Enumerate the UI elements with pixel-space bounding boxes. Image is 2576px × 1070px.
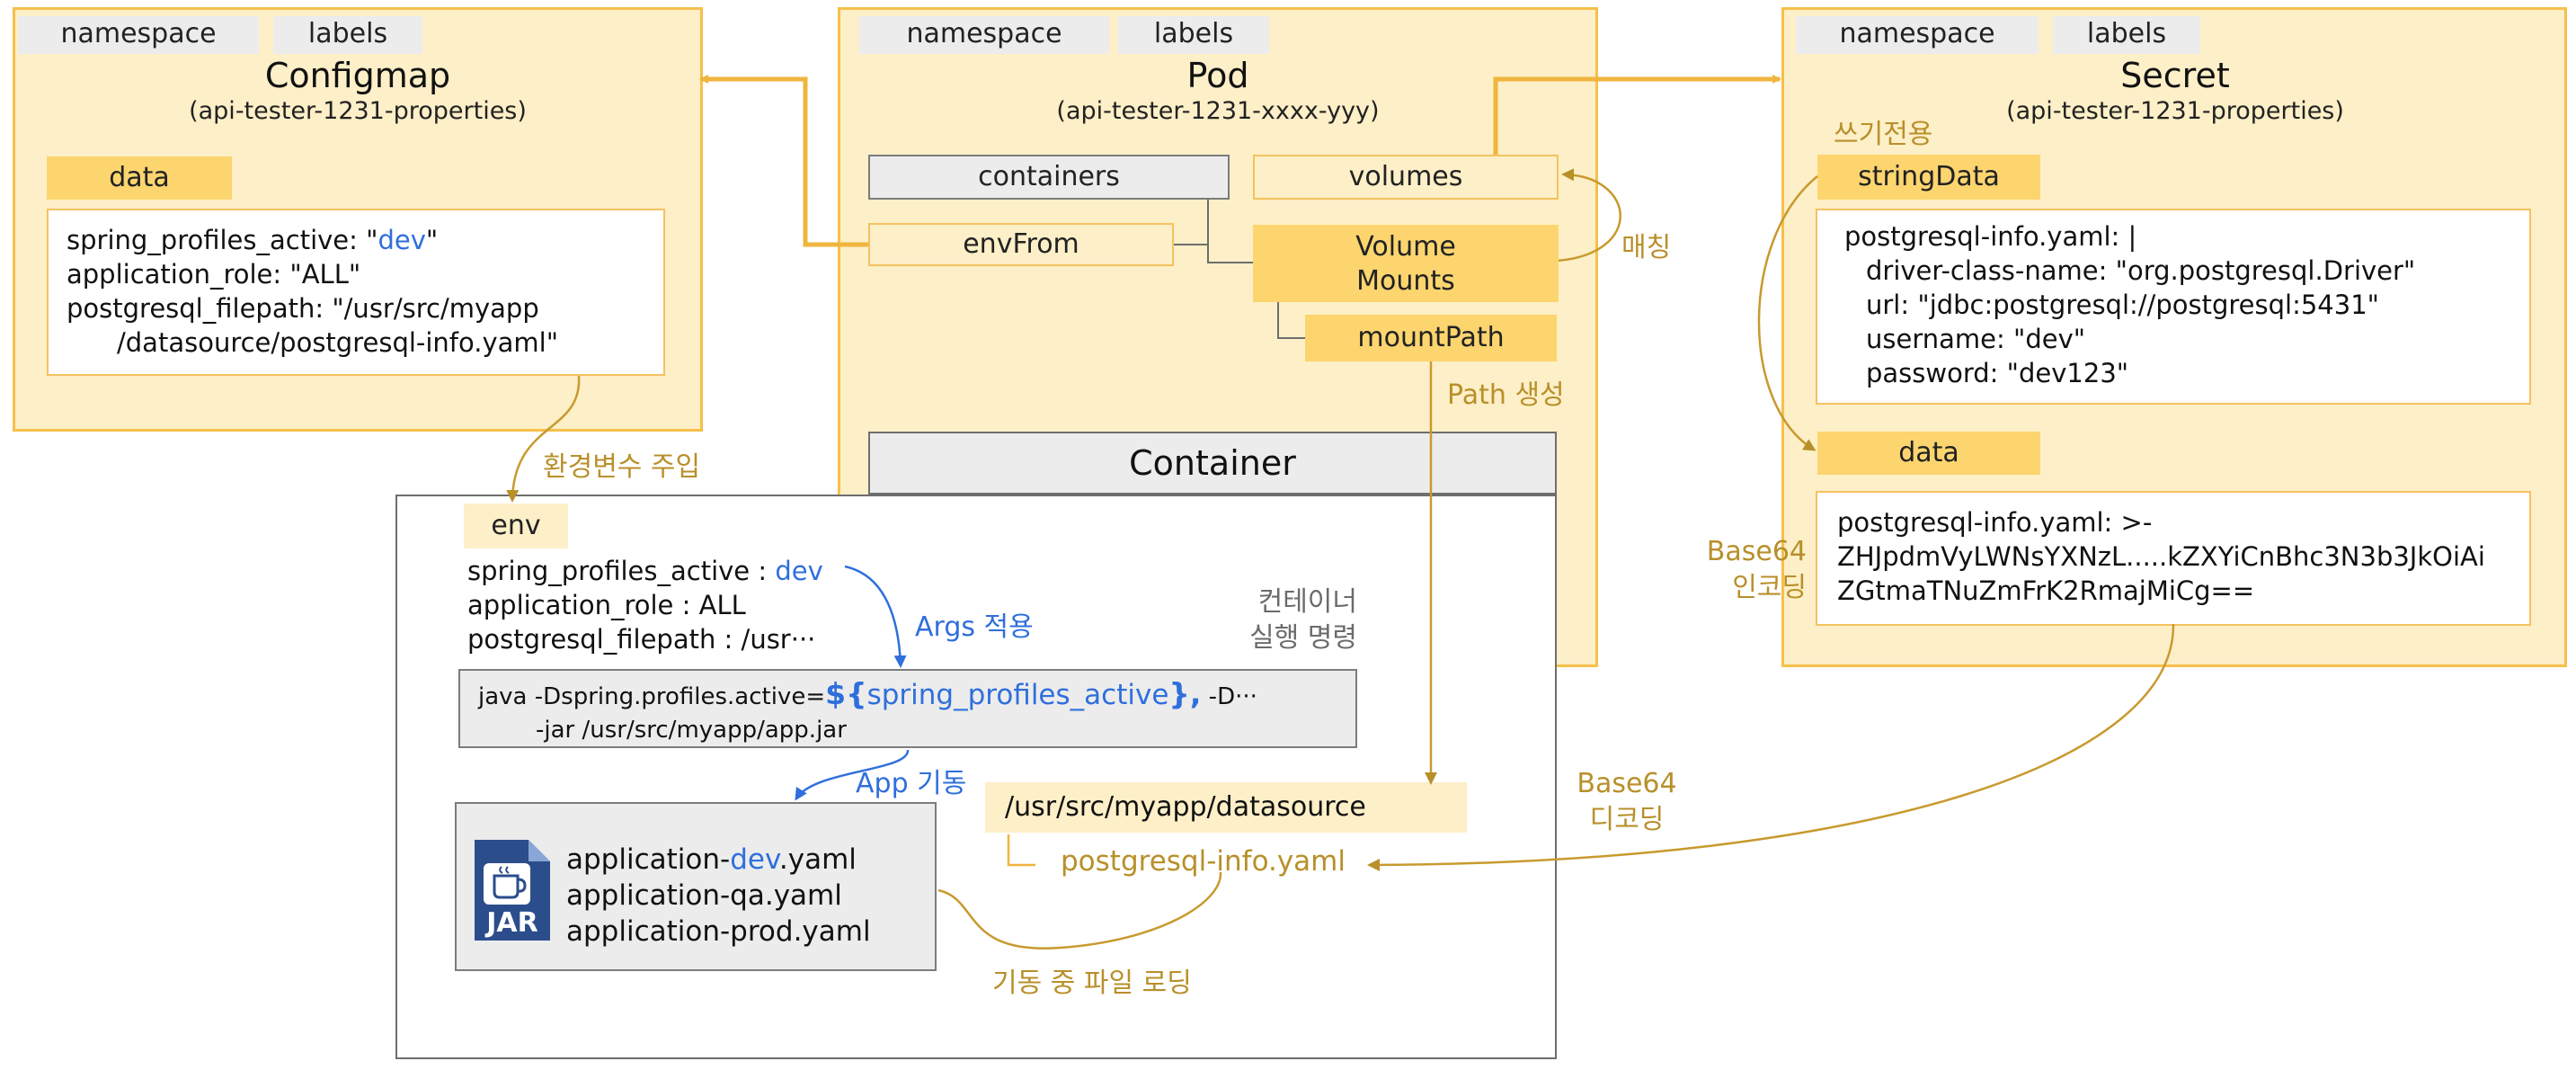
args-apply-arrow [844,565,907,668]
envfrom-to-configmap-arrow [699,75,868,247]
base64-decoding-arrow [1367,623,2175,871]
base64-decoding-label: Base64 디코딩 [1577,768,1677,835]
run-command-line2: -jar /usr/src/myapp/app.jar [536,717,847,744]
secret-subtitle: (api-tester-1231-properties) [2006,97,2344,125]
container-header: Container [868,432,1557,495]
pod-namespace-tag: namespace [859,16,1109,54]
run-command-box: java -Dspring.profiles.active=${spring_p… [458,669,1357,748]
stringdata-line-url: url: "jdbc:postgresql://postgresql:5431" [1866,290,2379,320]
env-item-filepath: postgresql_filepath : /usr··· [467,624,816,655]
configmap-profile-value: dev [378,225,426,255]
configmap-data-header: data [47,156,232,200]
run-command-line1: java -Dspring.profiles.active=${spring_p… [478,676,1257,711]
pod-title: Pod [1186,56,1249,95]
jar-file-icon: JAR [475,840,550,941]
datasource-file: postgresql-info.yaml [1061,845,1346,878]
configmap-title: Configmap [264,56,451,95]
jar-files-box: JAR application-dev.yaml application-qa.… [455,802,937,971]
stringdata-line-password: password: "dev123" [1866,358,2129,388]
app-config-qa: application-qa.yaml [566,879,842,912]
pod-subtitle: (api-tester-1231-xxxx-yyy) [1056,97,1380,125]
app-config-prod: application-prod.yaml [566,915,871,948]
write-only-label: 쓰기전용 [1834,119,1933,150]
configmap-subtitle: (api-tester-1231-properties) [189,97,527,125]
mountpath-connector [1277,302,1305,339]
containers-connector [1207,200,1253,263]
file-loading-label: 기동 중 파일 로딩 [992,967,1192,999]
secret-data-line-file: postgresql-info.yaml: >- [1837,507,2153,538]
base64-encoding-label: Base64 인코딩 [1706,536,1807,603]
run-command-variable: spring_profiles_active [866,679,1169,711]
env-item-profiles: spring_profiles_active : dev [467,556,823,586]
volumes-to-secret-arrow [1493,75,1781,155]
app-config-dev: application-dev.yaml [566,843,857,876]
pod-volumes-field: volumes [1253,155,1559,200]
pod-envfrom-field: envFrom [868,223,1174,266]
matching-curve-arrow [1556,168,1621,263]
app-config-list: application-dev.yaml application-qa.yaml… [566,842,871,950]
secret-data-line-encoded1: ZHJpdmVyLWNsYXNzL.....kZXYiCnBhc3N3b3JkO… [1837,541,2485,572]
env-profile-value: dev [775,556,823,586]
env-injection-arrow [506,375,581,503]
datasource-path-box: /usr/src/myapp/datasource [985,782,1467,833]
app-start-arrow [795,749,910,801]
secret-stringdata-header: stringData [1817,155,2040,200]
configmap-namespace-tag: namespace [18,16,259,54]
configmap-entry-filepath: postgresql_filepath: "/usr/src/myapp [67,293,539,324]
configmap-data-box: spring_profiles_active: "dev" applicatio… [47,209,665,376]
env-header: env [464,504,568,548]
stringdata-line-username: username: "dev" [1866,324,2086,354]
run-command-label: 컨테이너 실행 명령 [1249,586,1357,654]
pod-containers-field: containers [868,155,1230,200]
secret-labels-tag: labels [2053,16,2200,54]
stringdata-line-file: postgresql-info.yaml: | [1844,221,2137,252]
env-list: spring_profiles_active : dev application… [467,554,823,656]
configmap-entry-filepath-cont: /datasource/postgresql-info.yaml" [117,327,559,358]
args-apply-label: Args 적용 [915,611,1034,643]
path-creation-label: Path 생성 [1447,379,1565,411]
secret-stringdata-box: postgresql-info.yaml: | driver-class-nam… [1816,209,2531,405]
env-item-role: application_role : ALL [467,590,746,620]
env-injection-label: 환경변수 주입 [543,451,701,483]
pod-labels-tag: labels [1118,16,1269,54]
secret-namespace-tag: namespace [1796,16,2039,54]
secret-data-line-encoded2: ZGtmaTNuZmFrK2RmajMiCg== [1837,575,2255,606]
datasource-branch-line [1007,834,1035,867]
pod-mountpath-field: mountPath [1305,315,1557,361]
secret-data-box: postgresql-info.yaml: >- ZHJpdmVyLWNsYXN… [1816,491,2531,626]
stringdata-to-data-arrow [1757,175,1818,451]
pod-volume-mounts-field: Volume Mounts [1253,225,1559,302]
configmap-entry-role: application_role: "ALL" [67,259,361,290]
secret-data-header: data [1817,432,2040,475]
configmap-labels-tag: labels [273,16,422,54]
stringdata-line-driver: driver-class-name: "org.postgresql.Drive… [1866,255,2416,286]
secret-title: Secret [2120,56,2230,95]
app-start-label: App 기동 [856,768,967,799]
matching-label: 매칭 [1621,232,1672,263]
jar-icon-label: JAR [484,907,537,939]
file-loading-arrow [937,871,1222,950]
configmap-entry-profiles: spring_profiles_active: "dev" [67,225,439,255]
